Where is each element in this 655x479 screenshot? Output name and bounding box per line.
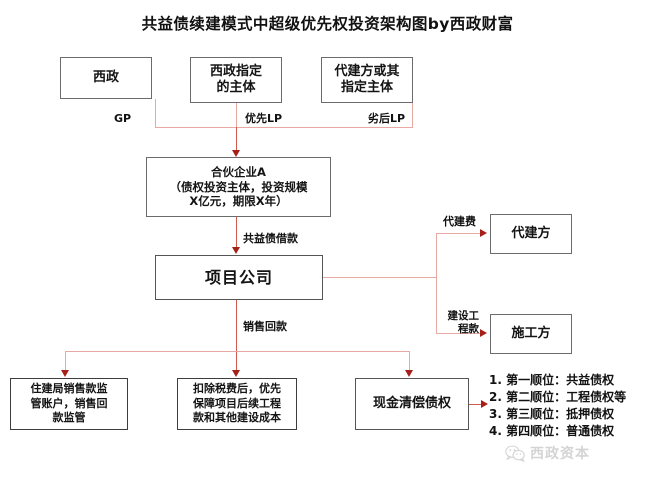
edge-label-sales-proceeds: 销售回款 bbox=[243, 320, 287, 333]
node-project-company-label: 项目公司 bbox=[204, 267, 273, 287]
node-tax-priority-label: 扣除税费后，优先 保障项目后续工程 款和其他建设成本 bbox=[193, 382, 281, 425]
connector-subordinate-lp-drop bbox=[412, 103, 414, 128]
arrow-into-priority-list bbox=[481, 400, 488, 408]
connector-drop-left bbox=[65, 351, 67, 373]
node-tax-priority: 扣除税费后，优先 保障项目后续工程 款和其他建设成本 bbox=[177, 378, 297, 430]
priority-list: 1. 第一顺位：共益债权 2. 第二顺位：工程债权等 3. 第三顺位：抵押债权 … bbox=[489, 372, 626, 440]
connector-lp-bus bbox=[155, 127, 413, 129]
wechat-icon bbox=[505, 444, 525, 462]
node-cash-repayment: 现金清偿债权 bbox=[355, 378, 469, 430]
node-xizheng: 西政 bbox=[60, 57, 152, 99]
node-agent-party-label: 代建方 bbox=[511, 225, 551, 241]
arrow-into-partnership bbox=[232, 150, 240, 157]
node-agent-designated-entity-label: 代建方或其 指定主体 bbox=[334, 63, 400, 95]
node-project-company: 项目公司 bbox=[155, 255, 323, 300]
connector-partnership-stem bbox=[236, 127, 238, 152]
node-xizheng-designated-entity-label: 西政指定 的主体 bbox=[209, 63, 262, 95]
connector-project-down bbox=[236, 300, 238, 373]
connector-project-to-right-trunk bbox=[323, 277, 437, 279]
node-xizheng-label: 西政 bbox=[92, 69, 119, 85]
connector-drop-right bbox=[409, 351, 411, 373]
edge-label-gp: GP bbox=[114, 112, 132, 125]
arrow-into-contractor bbox=[480, 329, 487, 337]
node-agent-party: 代建方 bbox=[490, 214, 572, 254]
page-title: 共益债续建模式中超级优先权投资架构图by西政财富 bbox=[141, 15, 514, 33]
node-contractor: 施工方 bbox=[490, 314, 572, 354]
arrow-into-tax-priority bbox=[232, 370, 240, 377]
connector-priority-lp-drop bbox=[236, 103, 238, 128]
connector-to-agent-party bbox=[436, 233, 482, 235]
edge-label-subordinate-lp: 劣后LP bbox=[368, 112, 406, 125]
node-supervision-account: 住建局销售款监 管账户，销售回 款监管 bbox=[10, 378, 128, 430]
node-partnership-a: 合伙企业A （债权投资主体，投资规模 X亿元，期限X年） bbox=[146, 157, 331, 217]
priority-list-item-2: 2. 第二顺位：工程债权等 bbox=[489, 390, 627, 405]
edge-label-priority-lp: 优先LP bbox=[245, 112, 283, 125]
node-supervision-account-label: 住建局销售款监 管账户，销售回 款监管 bbox=[30, 382, 108, 425]
node-contractor-label: 施工方 bbox=[511, 325, 551, 341]
node-partnership-a-label: 合伙企业A （债权投资主体，投资规模 X亿元，期限X年） bbox=[169, 164, 308, 209]
connector-cash-to-priority-list bbox=[469, 404, 483, 406]
priority-list-item-1: 1. 第一顺位：共益债权 bbox=[489, 373, 615, 387]
arrow-into-project-company bbox=[232, 247, 240, 254]
arrow-into-cash-repayment bbox=[405, 370, 413, 377]
arrow-into-agent-party bbox=[480, 229, 487, 237]
connector-gp-drop bbox=[155, 99, 157, 128]
edge-label-construction-fee: 建设工 程款 bbox=[447, 310, 480, 335]
connector-distribution-bus bbox=[65, 351, 410, 353]
node-agent-designated-entity: 代建方或其 指定主体 bbox=[321, 57, 413, 103]
connector-right-trunk bbox=[436, 233, 438, 334]
node-xizheng-designated-entity: 西政指定 的主体 bbox=[190, 57, 282, 103]
edge-label-public-benefit-loan: 共益债借款 bbox=[243, 232, 298, 245]
edge-label-agent-fee: 代建费 bbox=[443, 215, 476, 228]
connector-partnership-to-project bbox=[236, 217, 238, 249]
watermark: 西政资本 bbox=[505, 443, 590, 463]
priority-list-item-4: 4. 第四顺位：普通债权 bbox=[489, 424, 615, 439]
priority-list-item-3: 3. 第三顺位：抵押债权 bbox=[489, 407, 615, 422]
connector-to-contractor bbox=[436, 333, 482, 335]
arrow-into-supervision-account bbox=[61, 370, 69, 377]
node-cash-repayment-label: 现金清偿债权 bbox=[372, 395, 451, 411]
watermark-text: 西政资本 bbox=[530, 446, 590, 462]
